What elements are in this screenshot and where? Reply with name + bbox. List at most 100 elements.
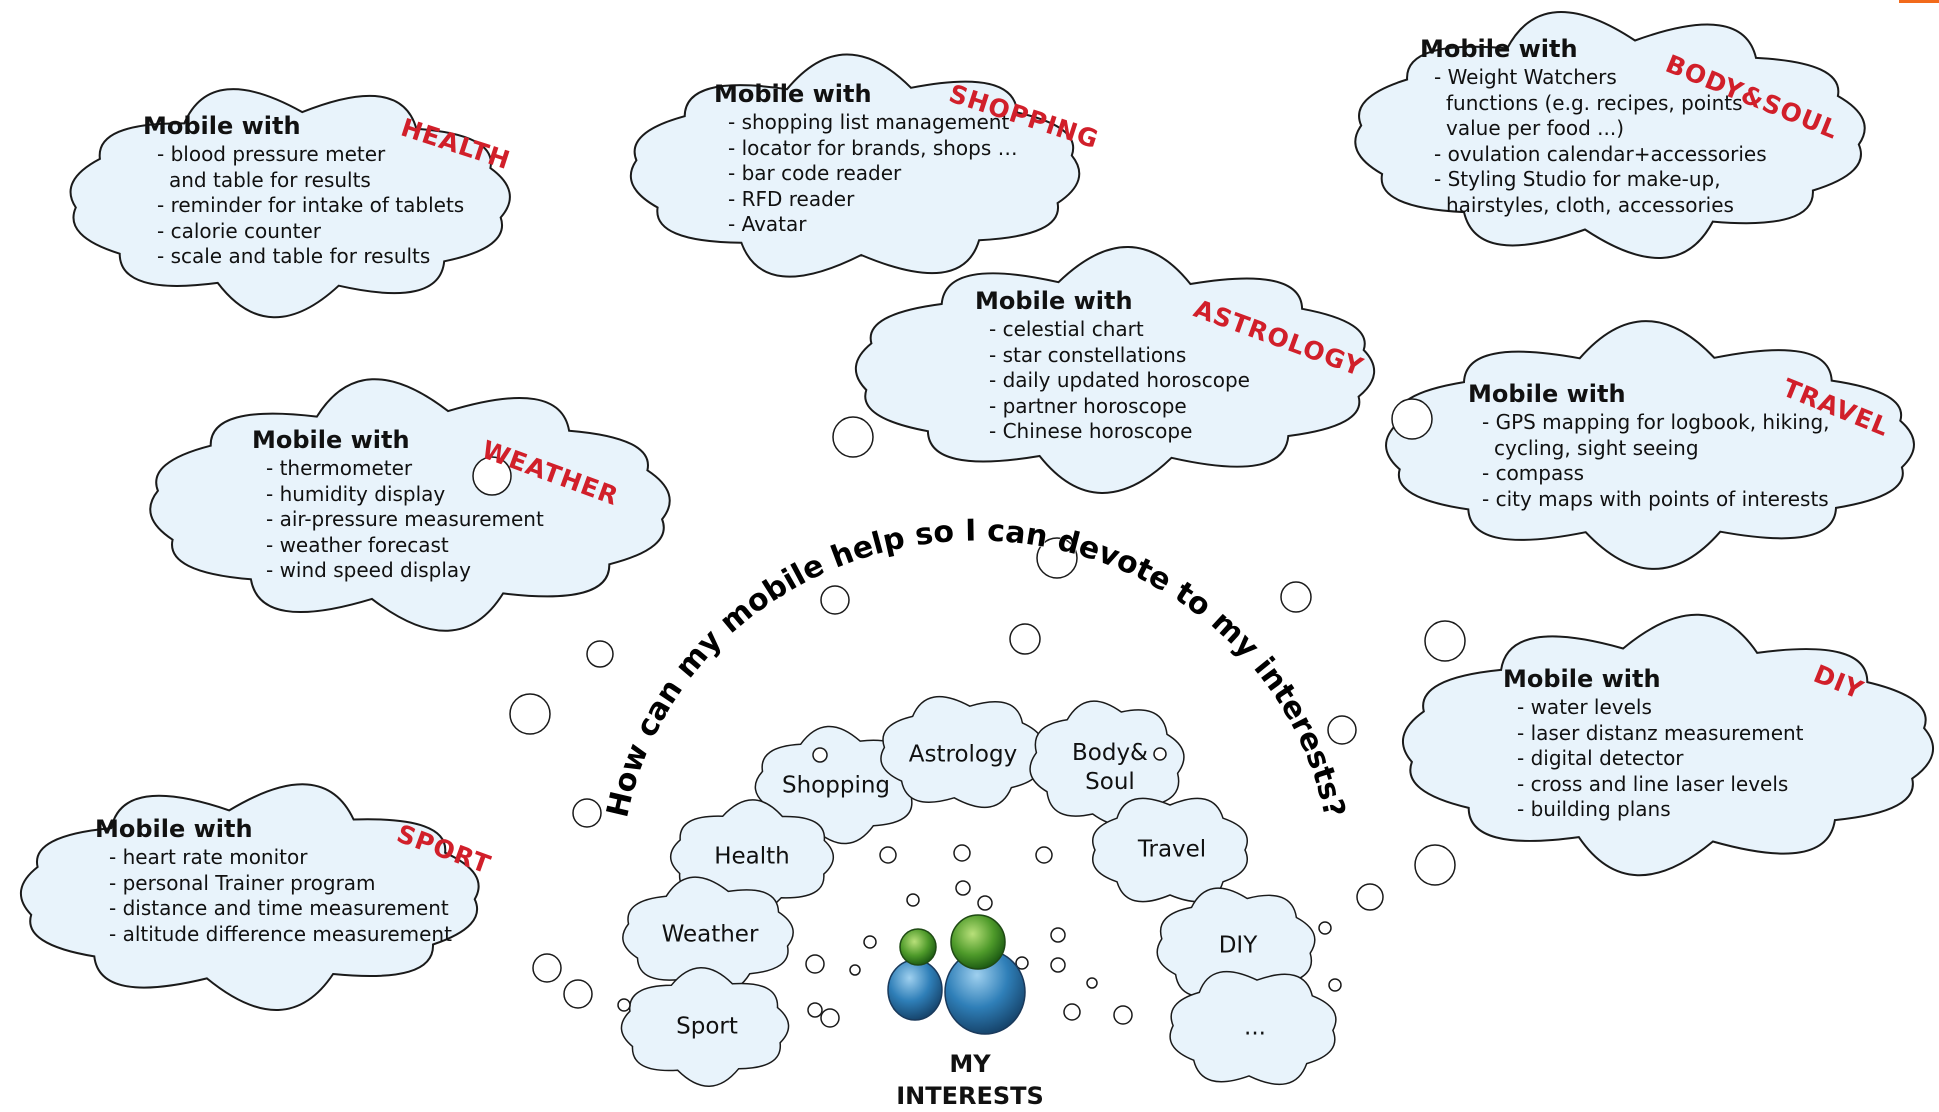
weather-list: - thermometer - humidity display - air-p… bbox=[252, 456, 544, 584]
thought-bubble bbox=[1050, 957, 1066, 973]
astrology-list: - celestial chart - star constellations … bbox=[975, 317, 1250, 445]
astrology-cloud bbox=[854, 246, 1376, 494]
list-item: - altitude difference measurement bbox=[109, 921, 452, 946]
list-item: - star constellations bbox=[989, 342, 1187, 367]
astrology-interest-cloud bbox=[880, 695, 1044, 809]
interest-label-line: Body& bbox=[1072, 740, 1148, 766]
sport-list: - heart rate monitor - personal Trainer … bbox=[95, 845, 452, 947]
thought-bubble bbox=[820, 585, 850, 615]
shopping-heading: Mobile with bbox=[714, 80, 872, 108]
shopping-panel: Mobile with - shopping list management -… bbox=[714, 80, 1018, 238]
sport-panel: Mobile with - heart rate monitor - perso… bbox=[95, 815, 452, 947]
my-interests-title: MY INTERESTS bbox=[860, 1048, 1080, 1112]
thought-bubble bbox=[563, 979, 593, 1009]
list-item: - air-pressure measurement bbox=[266, 507, 544, 531]
more-interest-cloud bbox=[1169, 971, 1337, 1085]
interest-label-line: Soul bbox=[1085, 769, 1135, 795]
thought-bubble bbox=[1356, 883, 1384, 911]
thought-bubble bbox=[977, 895, 993, 911]
thought-bubble bbox=[1424, 620, 1466, 662]
list-item: - heart rate monitor bbox=[109, 845, 308, 869]
list-item: - city maps with points of interests bbox=[1482, 486, 1829, 511]
list-item: - locator for brands, shops … bbox=[728, 135, 1018, 160]
thought-bubble bbox=[1086, 977, 1098, 989]
corner-accent-bar bbox=[1899, 0, 1939, 3]
list-item: - Avatar bbox=[728, 212, 807, 236]
list-item: - bar code reader bbox=[728, 161, 902, 185]
thought-bubble bbox=[1050, 927, 1066, 943]
thought-bubble bbox=[1009, 623, 1041, 655]
list-item: - personal Trainer program bbox=[109, 870, 376, 895]
list-item: cycling, sight seeing bbox=[1494, 435, 1699, 460]
weather-cloud bbox=[149, 378, 671, 632]
interest-label-travel: Travel bbox=[1137, 836, 1207, 863]
thought-bubble bbox=[1327, 715, 1357, 745]
thought-bubble bbox=[807, 1002, 823, 1018]
astrology-heading: Mobile with bbox=[975, 287, 1133, 315]
thought-bubble bbox=[1391, 398, 1433, 440]
list-item: - wind speed display bbox=[266, 558, 472, 582]
shopping-cloud bbox=[629, 53, 1081, 278]
astrology-panel: Mobile with - celestial chart - star con… bbox=[975, 287, 1250, 445]
messenger-buddies-icon bbox=[887, 914, 1026, 1035]
diy-heading: Mobile with bbox=[1503, 665, 1661, 693]
interest-label-shopping: Shopping bbox=[781, 772, 891, 799]
health-panel: Mobile with - blood pressure meter and t… bbox=[143, 112, 464, 270]
list-item: - shopping list management bbox=[728, 110, 1010, 134]
list-item: - daily updated horoscope bbox=[989, 368, 1250, 392]
list-item: - thermometer bbox=[266, 456, 413, 480]
thought-bubble bbox=[812, 747, 828, 763]
list-item: - blood pressure meter bbox=[157, 142, 386, 166]
list-item: - distance and time measurement bbox=[109, 896, 449, 920]
thought-bubble bbox=[572, 798, 602, 828]
thought-bubble bbox=[805, 954, 825, 974]
weather-heading: Mobile with bbox=[252, 426, 410, 454]
thought-bubble bbox=[1036, 537, 1078, 579]
list-item: - Styling Studio for make-up, bbox=[1434, 167, 1721, 191]
sport-heading: Mobile with bbox=[95, 815, 253, 843]
thought-bubble bbox=[1015, 956, 1029, 970]
interest-label-diy: DIY bbox=[1218, 932, 1258, 959]
list-item: - Chinese horoscope bbox=[989, 419, 1193, 443]
interest-label-more: ... bbox=[1244, 1014, 1266, 1041]
diy-list: - water levels - laser distanz measureme… bbox=[1503, 695, 1804, 823]
thought-bubble bbox=[863, 935, 877, 949]
thought-bubble bbox=[1153, 747, 1167, 761]
interest-label-weather: Weather bbox=[661, 921, 759, 948]
body-soul-panel: Mobile with - Weight Watchers functions … bbox=[1420, 35, 1767, 218]
list-item: - partner horoscope bbox=[989, 393, 1187, 418]
list-item: - celestial chart bbox=[989, 317, 1144, 341]
travel-heading: Mobile with bbox=[1468, 380, 1626, 408]
thought-bubble bbox=[532, 953, 562, 983]
list-item: - GPS mapping for logbook, hiking, bbox=[1482, 410, 1830, 434]
list-item: - scale and table for results bbox=[157, 244, 431, 268]
thought-bubble bbox=[1063, 1003, 1081, 1021]
thought-bubble bbox=[1318, 921, 1332, 935]
title-line-2: INTERESTS bbox=[896, 1082, 1044, 1110]
travel-list: - GPS mapping for logbook, hiking, cycli… bbox=[1468, 410, 1830, 512]
interest-label-sport: Sport bbox=[676, 1013, 738, 1040]
thought-bubble bbox=[849, 964, 861, 976]
body-soul-list: - Weight Watchers functions (e.g. recipe… bbox=[1420, 65, 1767, 218]
thought-bubble bbox=[1414, 844, 1456, 886]
thought-bubble bbox=[586, 640, 614, 668]
list-item: - Weight Watchers bbox=[1434, 65, 1617, 89]
list-item: - building plans bbox=[1517, 797, 1671, 821]
thought-bubble bbox=[879, 846, 897, 864]
travel-panel: Mobile with - GPS mapping for logbook, h… bbox=[1468, 380, 1830, 512]
health-cloud bbox=[69, 88, 511, 319]
thought-bubble bbox=[953, 844, 971, 862]
thought-bubble bbox=[906, 893, 920, 907]
interest-label-astrology: Astrology bbox=[908, 741, 1018, 768]
thought-bubble bbox=[617, 998, 631, 1012]
thought-bubble bbox=[955, 880, 971, 896]
list-item: - laser distanz measurement bbox=[1517, 720, 1804, 745]
health-list: - blood pressure meter and table for res… bbox=[143, 142, 464, 270]
thought-bubble bbox=[820, 1008, 840, 1028]
thought-bubble bbox=[1113, 1005, 1133, 1025]
body-soul-cloud bbox=[1354, 11, 1866, 259]
list-item: functions (e.g. recipes, points bbox=[1446, 90, 1743, 115]
shopping-list: - shopping list management - locator for… bbox=[714, 110, 1018, 238]
